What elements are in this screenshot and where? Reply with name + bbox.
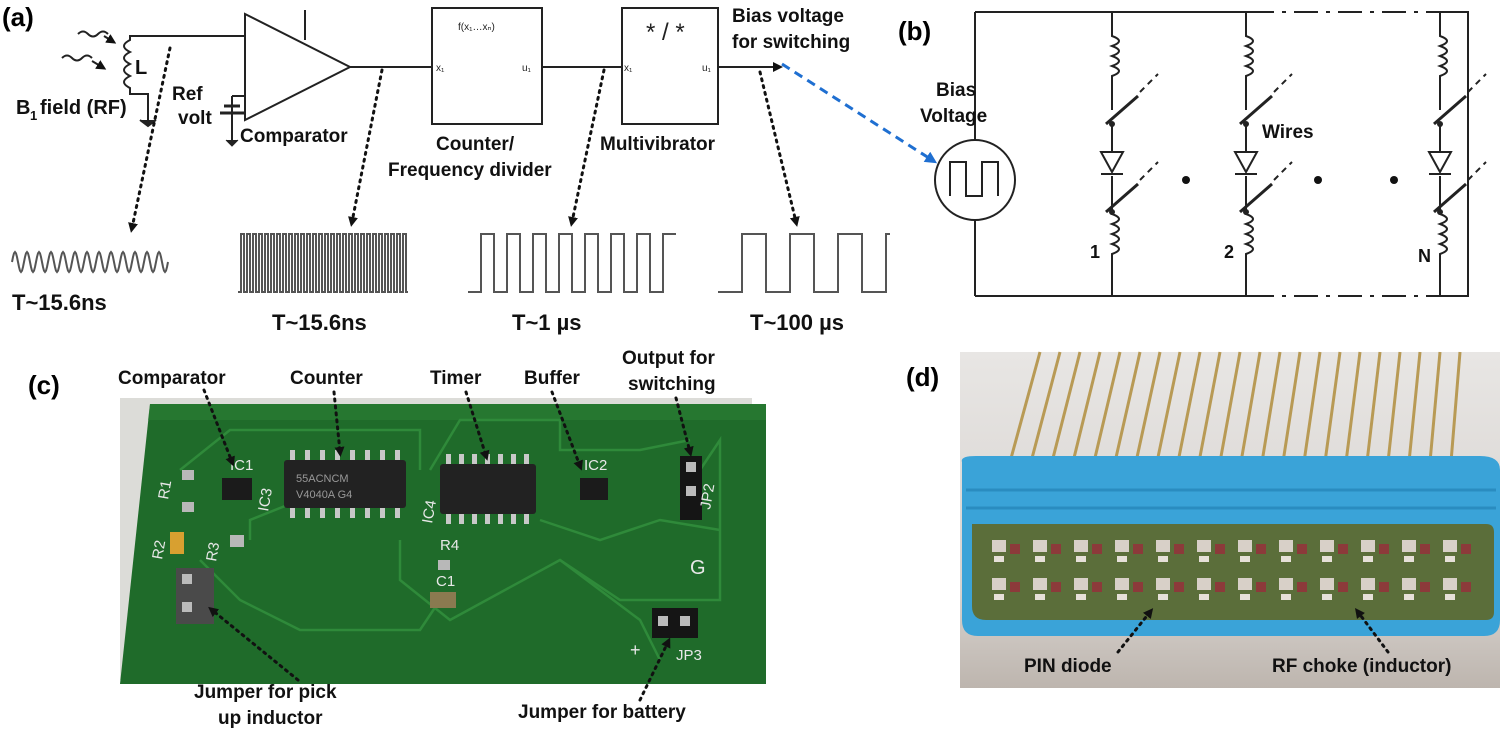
rf-choke-callout: RF choke (inductor) [1272,656,1451,677]
silk-r1: R1 [155,479,175,501]
timer-chip [440,454,536,524]
silk-g: G [690,557,706,579]
multivibrator-out-label: u₁ [702,63,712,74]
wires-label: Wires [1262,122,1314,143]
counter-chip-text-1: 55ACNCM [296,473,349,485]
diode-components [992,540,1471,600]
wire-branches [1099,12,1487,296]
arrow-to-waveform-1 [128,46,172,233]
panel-b: (b) Bias Voltage Wires 1 2 N [898,11,1487,297]
jumper-inductor-callout-2: up inductor [218,708,323,729]
period-label-2: T~15.6ns [272,310,367,335]
counter-func-label: f(x₁…xₙ) [458,22,495,33]
dense-square-waveform [238,233,408,293]
branch-label-2: 2 [1224,242,1234,262]
inductor-label: L [135,57,147,79]
multivibrator-block: * / * x₁ u₁ [621,7,719,125]
bias-link-arrow [781,62,938,164]
arrow-to-waveform-4 [758,70,800,227]
buffer-callout: Buffer [524,368,581,389]
silk-jp3: JP3 [676,647,702,664]
bias-voltage-label-1: Bias voltage [732,6,844,27]
ref-label-1: Ref [172,84,203,105]
pickup-inductor: L [123,35,157,128]
counter-chip-text-2: V4040A G4 [296,489,352,501]
sine-waveform [11,250,169,274]
pcb-traces [179,418,722,661]
ellipsis-dot-1 [1182,176,1190,184]
counter-label-2: Frequency divider [388,160,552,181]
smd-capacitor [170,532,184,554]
period-label-1: T~15.6ns [12,290,107,315]
silk-plus: + [630,640,641,660]
bias-source-label-2: Voltage [920,106,987,127]
silk-ic1: IC1 [230,457,253,474]
comparator-callout: Comparator [118,368,226,389]
bias-voltage-label-2: for switching [732,32,850,53]
panel-c-tag: (c) [28,370,60,400]
panel-a: (a) L B 1 field (RF) Ref [2,2,938,335]
pcb-silkscreen: IC1 IC2 IC3 IC4 R1 R2 R3 R4 C1 JP2 JP3 G… [149,457,718,664]
b1-symbol: B [16,97,30,119]
bias-voltage-source [934,139,1016,221]
branch-label-1: 1 [1090,242,1100,262]
counter-chip: 55ACNCM V4040A G4 [284,450,406,518]
silk-r4: R4 [440,537,459,554]
panel-d: (d) PIN diode RF choke (inductor) [906,351,1500,688]
buffer-chip [580,478,608,500]
silk-ic4: IC4 [419,499,440,525]
silk-ic3: IC3 [255,487,276,513]
pin-diode-callout: PIN diode [1024,656,1112,677]
slow-square-waveform [718,233,890,293]
panel-d-tag: (d) [906,362,939,392]
silk-ic2: IC2 [584,457,607,474]
silk-r2: R2 [149,539,169,561]
multivibrator-func-label: * / * [646,19,685,46]
ellipsis-dot-3 [1390,176,1398,184]
silk-r3: R3 [203,541,223,563]
ellipsis-dot-2 [1314,176,1322,184]
capacitor-c1 [430,592,456,608]
comparator-label: Comparator [240,126,348,147]
timer-callout: Timer [430,368,482,389]
output-callout-2: switching [628,374,716,395]
silk-jp2: JP2 [697,482,718,510]
arrow-to-waveform-2 [348,68,384,227]
panel-a-tag: (a) [2,2,34,32]
ref-label-2: volt [178,108,212,129]
diode-pcb-strip [972,524,1494,620]
counter-callout: Counter [290,368,363,389]
bias-source-label-1: Bias [936,80,976,101]
rf-wave-icon [61,30,117,70]
multivibrator-in-label: x₁ [624,63,633,74]
output-callout-1: Output for [622,348,715,369]
period-label-4: T~100 µs [750,310,844,335]
brass-rods [1008,351,1462,463]
comparator-symbol [220,10,353,147]
inductor-jumper [176,568,214,624]
medium-square-waveform [468,233,676,293]
multivibrator-label: Multivibrator [600,134,716,155]
counter-block: f(x₁…xₙ) x₁ u₁ [431,7,543,125]
b1-field-label: field (RF) [40,97,127,119]
pcb-board [120,404,766,684]
jumper-battery-callout: Jumper for battery [518,702,686,723]
panel-c: (c) 55ACNCM V4040A G4 [28,348,766,729]
jumper-inductor-callout-1: Jumper for pick [194,682,337,703]
period-label-3: T~1 µs [512,310,582,335]
silk-c1: C1 [436,573,455,590]
counter-in-label: x₁ [436,63,445,74]
branch-label-n: N [1418,246,1431,266]
counter-out-label: u₁ [522,63,532,74]
panel-b-tag: (b) [898,16,931,46]
b1-subscript: 1 [30,108,37,123]
arrow-to-waveform-3 [568,68,606,227]
counter-label-1: Counter/ [436,134,515,155]
comparator-chip [222,478,252,500]
